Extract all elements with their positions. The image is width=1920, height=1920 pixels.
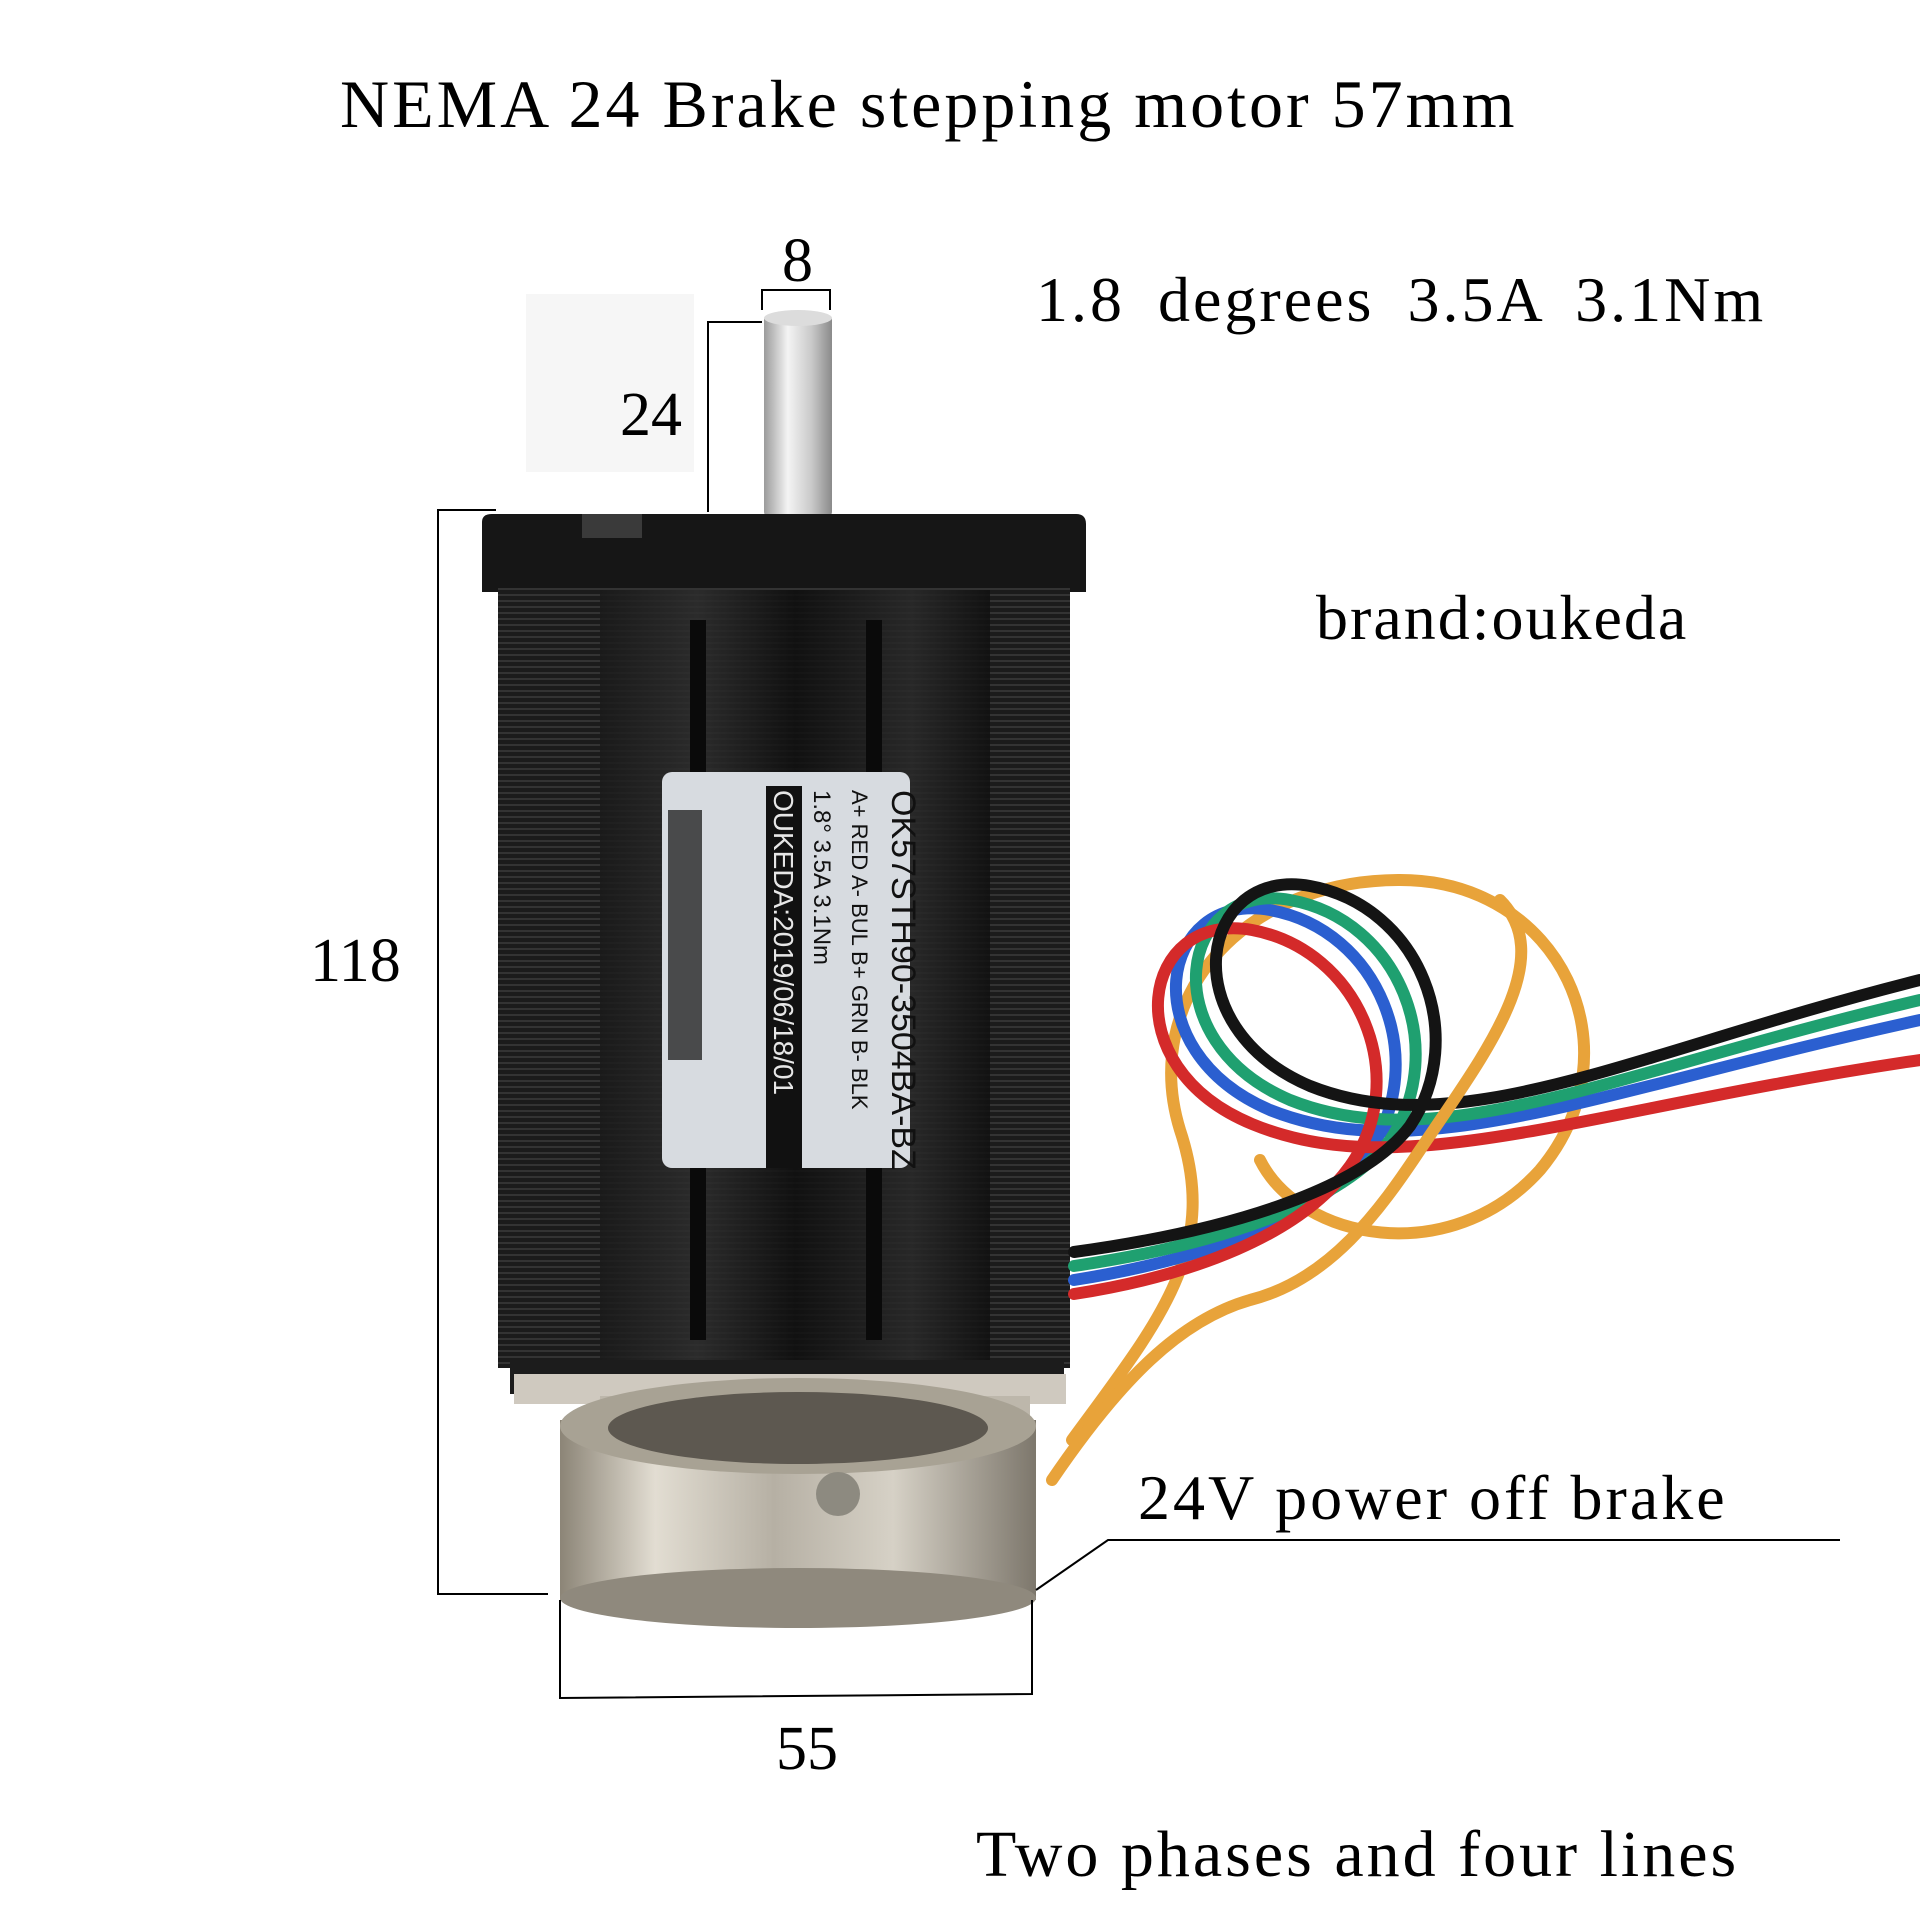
wire-bundle <box>1046 873 1920 1486</box>
label-text-group: OK57STH90-3504BA-BZ A+ RED A- BUL B+ GRN… <box>766 786 922 1170</box>
motor-shaft <box>764 316 832 516</box>
brake-top-inner <box>608 1392 988 1464</box>
total-length-bracket <box>437 509 548 1595</box>
label-model: OK57STH90-3504BA-BZ <box>884 790 922 1170</box>
shaft-backdrop <box>526 294 694 472</box>
brake-screw <box>816 1472 860 1516</box>
page-title: NEMA 24 Brake stepping motor 57mm <box>340 66 1518 142</box>
spec-line: 1.8 degrees 3.5A 3.1Nm <box>1036 264 1767 335</box>
front-flange <box>482 514 1086 592</box>
brake-note: 24V power off brake <box>1138 1462 1728 1533</box>
label-wiring: A+ RED A- BUL B+ GRN B- BLK <box>847 790 872 1110</box>
label-barcode <box>668 810 702 1060</box>
shaft-length-label: 24 <box>620 381 682 449</box>
shaft-tip <box>764 310 832 326</box>
label-maker-bg <box>766 786 802 1168</box>
shaft-length-bracket <box>707 321 762 512</box>
wire-black-1 <box>1068 878 1920 1258</box>
shaft-diameter-bracket <box>761 289 831 310</box>
dimension-lines <box>437 289 1840 1700</box>
wiring-note: Two phases and four lines <box>976 1818 1740 1891</box>
brake-bottom <box>560 1568 1036 1628</box>
label-ratings: 1.8° 3.5A 3.1Nm <box>808 790 835 965</box>
label-maker-date: OUKEDA:2019/06/18/01 <box>768 790 799 1095</box>
total-length-label: 118 <box>310 927 401 995</box>
shaft-diameter-label: 8 <box>782 227 813 295</box>
brake-diameter-label: 55 <box>776 1715 838 1783</box>
wire-red-1 <box>1068 922 1920 1300</box>
brand-line: brand:oukeda <box>1316 582 1689 653</box>
wire-orange-2 <box>1046 894 1528 1486</box>
flange-notch <box>582 514 642 538</box>
brake-leader-line <box>1035 1539 1840 1591</box>
brake-diameter-bracket <box>559 1600 1033 1700</box>
wire-orange-1 <box>1066 873 1591 1446</box>
